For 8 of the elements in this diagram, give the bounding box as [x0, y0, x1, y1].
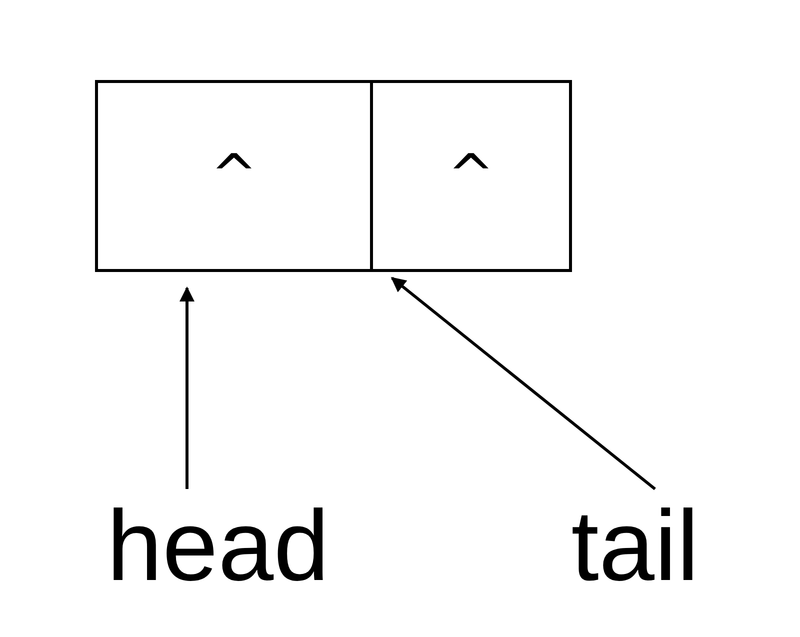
pointer-label: head	[98, 493, 338, 599]
arrow	[390, 276, 656, 490]
list-cell	[95, 80, 373, 272]
null-symbol: ^	[210, 148, 258, 204]
list-cell	[370, 80, 572, 272]
null-symbol: ^	[448, 148, 494, 204]
arrow	[180, 286, 194, 489]
pointer-label: tail	[560, 493, 710, 599]
